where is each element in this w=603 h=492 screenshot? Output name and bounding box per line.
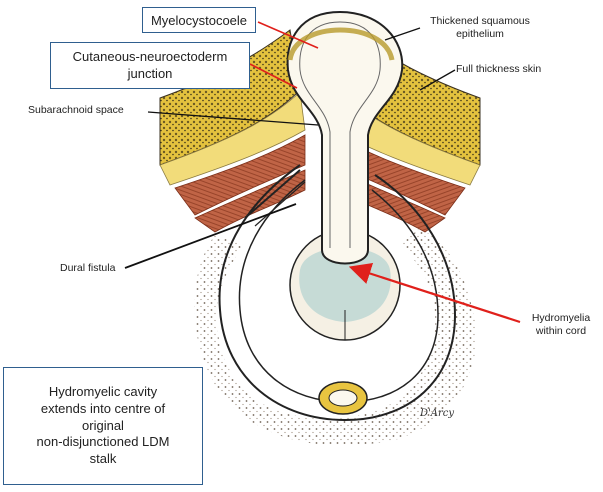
vertebral-body	[318, 381, 368, 415]
hydromyelia-label: Hydromyelia within cord	[531, 312, 591, 337]
leader-full-thickness-skin	[419, 69, 456, 91]
dural-fistula-label: Dural fistula	[60, 262, 116, 274]
cutaneous-junction-label-box: Cutaneous-neuroectoderm junction	[50, 42, 250, 89]
leader-thickened-epithelium	[384, 27, 421, 41]
info-box: Hydromyelic cavity extends into centre o…	[3, 367, 203, 485]
left-tissue-layers	[159, 29, 306, 233]
epithelium-rim	[287, 27, 395, 61]
info-box-text: Hydromyelic cavity extends into centre o…	[36, 383, 170, 467]
myelocystocoele-label: Myelocystocoele	[150, 12, 248, 28]
full-thickness-skin-label: Full thickness skin	[456, 63, 542, 75]
leader-dural-fistula	[124, 203, 297, 269]
arrow-hydromyelia	[348, 262, 521, 324]
subarachnoid-space-label: Subarachnoid space	[28, 104, 124, 116]
arrow-myelocystocoele	[257, 21, 319, 49]
myelocystocoele-label-box: Myelocystocoele	[142, 7, 256, 33]
thickened-epithelium-label: Thickened squamous epithelium	[430, 15, 530, 40]
leader-subarachnoid-space	[147, 111, 319, 126]
dural-fistula-tract	[244, 169, 301, 219]
artist-signature: D'Arcy	[420, 408, 455, 419]
speckled-tissue	[194, 228, 477, 446]
dural-sac-outer	[218, 164, 457, 422]
cutaneous-junction-label: Cutaneous-neuroectoderm junction	[72, 49, 228, 81]
arrow-cutaneous-junction	[249, 63, 298, 89]
